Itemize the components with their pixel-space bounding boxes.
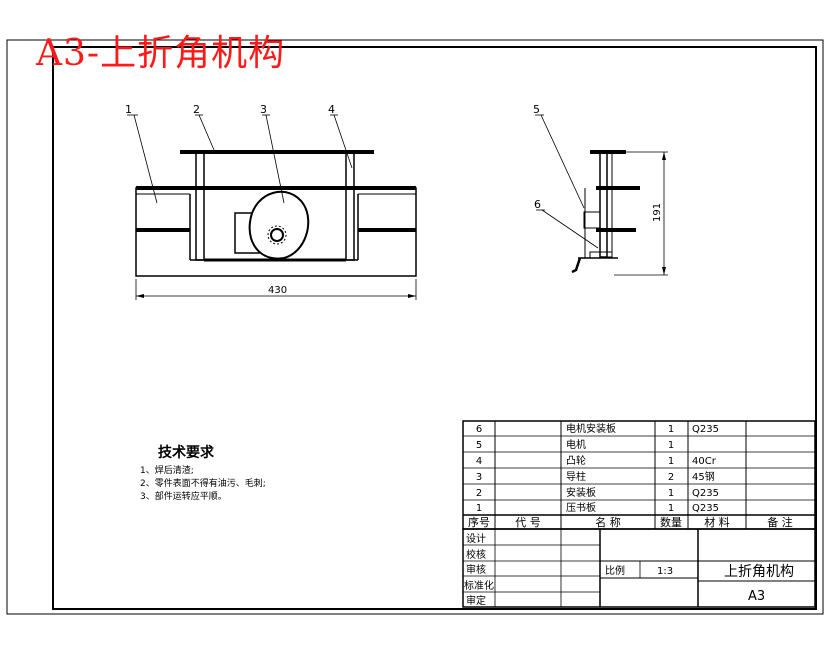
bom-cell-name: 电机安装板 <box>566 422 616 435</box>
drawing-title: A3-上折角机构 <box>36 33 286 74</box>
bom-header: 数量 <box>660 516 682 529</box>
tech-requirements: 技术要求 1、焊后清渣; 2、零件表面不得有油污、毛刺; 3、部件运转应平顺。 <box>140 442 266 504</box>
bom-cell-name: 电机 <box>566 438 586 451</box>
tech-item-2: 2、零件表面不得有油污、毛刺; <box>140 479 266 489</box>
bom-cell-no: 2 <box>476 488 482 499</box>
gear-hub <box>270 228 284 242</box>
front-view-labels: 1 2 3 4 430 <box>125 103 335 296</box>
tech-heading: 技术要求 <box>158 445 214 461</box>
bom-cell-material: Q235 <box>692 503 719 514</box>
bom-cell-name: 压书板 <box>566 501 596 514</box>
bom-header: 材 料 <box>704 515 730 529</box>
title-block <box>462 528 816 608</box>
bom-header: 备 注 <box>767 515 793 529</box>
sheet-size: A3 <box>748 589 765 604</box>
balloon-6: 6 <box>534 198 541 211</box>
bom-cell-no: 5 <box>476 440 482 451</box>
bom-cell-material: 40Cr <box>692 456 717 467</box>
bom-header: 代 号 <box>515 516 541 529</box>
bom-cell-qty: 1 <box>668 440 674 451</box>
side-view-labels: 5 6 191 <box>533 103 663 222</box>
balloon-5: 5 <box>533 103 540 116</box>
bom-cell-qty: 1 <box>668 424 674 435</box>
cam <box>248 190 310 260</box>
bom-cell-name: 凸轮 <box>566 454 586 467</box>
scale-label: 比例 <box>605 564 625 577</box>
bom-cell-qty: 1 <box>668 456 674 467</box>
role-design: 设计 <box>466 532 486 545</box>
bom-cell-qty: 1 <box>668 488 674 499</box>
role-review: 审核 <box>466 563 486 576</box>
guide-post-left <box>195 151 205 261</box>
dimension-height: 191 <box>652 203 663 222</box>
inner-border <box>52 46 817 610</box>
bom-cell-material: 45钢 <box>692 470 715 483</box>
tech-item-3: 3、部件运转应平顺。 <box>140 492 227 502</box>
bom-cell-qty: 2 <box>668 472 674 483</box>
bom-cell-no: 3 <box>476 472 482 483</box>
balloon-2: 2 <box>193 103 200 116</box>
bom-header: 序号 <box>468 515 490 529</box>
bom-cell-name: 安装板 <box>566 486 596 499</box>
role-check: 校核 <box>466 548 486 561</box>
drawing-name: 上折角机构 <box>724 564 794 580</box>
balloon-1: 1 <box>125 103 132 116</box>
bom-cell-qty: 1 <box>668 503 674 514</box>
role-standardize: 标准化 <box>464 579 494 592</box>
bom-table <box>462 420 816 530</box>
bom-cell-name: 导柱 <box>566 470 586 483</box>
role-approve: 审定 <box>466 594 486 607</box>
bom-cell-no: 4 <box>476 456 482 467</box>
balloon-4: 4 <box>328 103 335 116</box>
guide-post-right <box>345 151 355 261</box>
bom-cell-no: 6 <box>476 424 482 435</box>
balloon-3: 3 <box>260 103 267 116</box>
dimension-width: 430 <box>268 285 287 296</box>
bom-header: 名 称 <box>595 515 621 529</box>
outer-border <box>6 39 824 615</box>
tech-item-1: 1、焊后清渣; <box>140 466 194 476</box>
bom-cell-no: 1 <box>476 503 482 514</box>
bom-cell-material: Q235 <box>692 488 719 499</box>
front-view <box>127 114 417 300</box>
side-view <box>535 114 668 276</box>
bom-cell-material: Q235 <box>692 424 719 435</box>
scale-value: 1:3 <box>657 566 673 577</box>
title-block-text: 设计 校核 审核 标准化 审定 比例 1:3 上折角机构 A3 <box>464 532 794 607</box>
